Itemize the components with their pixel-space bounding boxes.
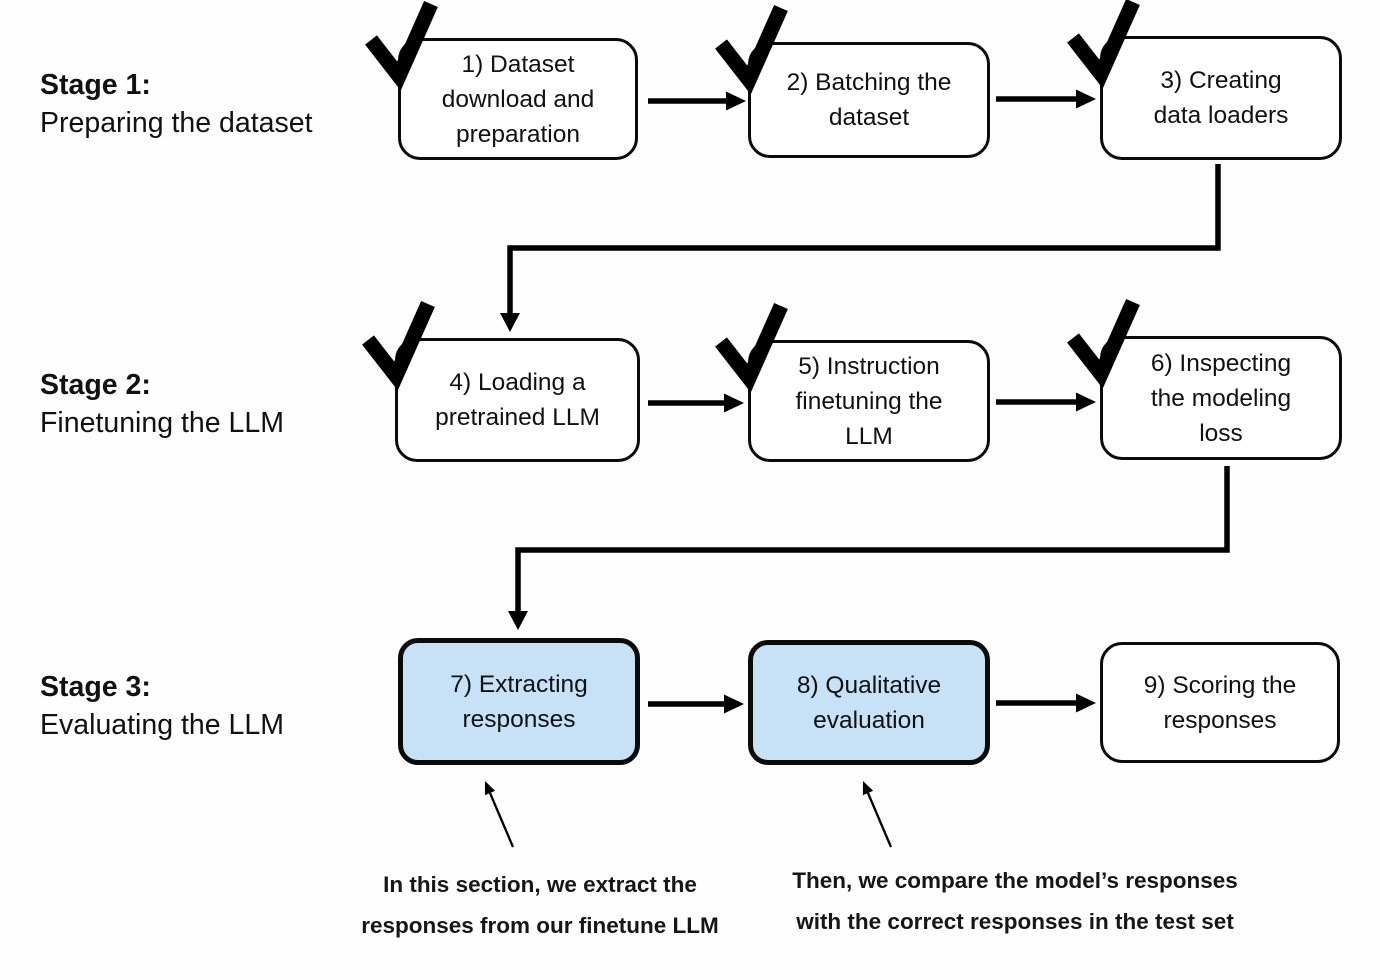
stage-1-subtitle: Preparing the dataset [40,107,313,139]
flow-box-5-instruction-finetuning: 5) Instruction finetuning the LLM [748,340,990,462]
flow-box-8-label: 8) Qualitative evaluation [796,671,942,734]
flow-box-2-label: 2) Batching the dataset [786,69,952,131]
flow-box-3-creating-data-loaders: 3) Creating data loaders [1100,36,1342,160]
stage-3-label: Stage 3: Evaluating the LLM [40,668,400,744]
stage-1-label: Stage 1: Preparing the dataset [40,66,400,142]
flow-box-9-scoring-responses: 9) Scoring the responses [1100,642,1340,763]
flow-box-9-label: 9) Scoring the responses [1143,671,1297,734]
flow-box-7-label: 7) Extracting responses [450,670,588,733]
flow-arrow-2-to-3 [996,89,1096,109]
stage-2-subtitle: Finetuning the LLM [40,407,284,439]
annotation-compare-responses: Then, we compare the model’s responses w… [792,868,1238,934]
connector-elbow-6-to-7 [508,466,1230,630]
flow-box-8-qualitative-evaluation: 8) Qualitative evaluation [748,640,990,765]
stage-2-title: Stage 2: [40,369,151,401]
connector-elbow-3-to-4 [500,164,1221,332]
flow-box-6-inspecting-modeling-loss: 6) Inspecting the modeling loss [1100,336,1342,460]
stage-3-title: Stage 3: [40,671,151,703]
flow-box-5-label: 5) Instruction finetuning the LLM [795,352,943,450]
flow-arrow-5-to-6 [996,392,1096,412]
flow-box-4-loading-pretrained-llm: 4) Loading a pretrained LLM [395,338,640,462]
flow-arrow-1-to-2 [648,91,746,111]
flow-box-3-label: 3) Creating data loaders [1153,67,1289,129]
flow-box-1-label: 1) Dataset download and preparation [441,50,595,148]
annotation-arrow-to-box-7 [484,781,515,848]
flow-box-1-dataset-download: 1) Dataset download and preparation [398,38,638,160]
flow-box-6-label: 6) Inspecting the modeling loss [1150,349,1292,447]
flow-box-4-label: 4) Loading a pretrained LLM [435,369,600,431]
stage-1-title: Stage 1: [40,69,151,101]
flow-arrow-4-to-5 [648,393,744,413]
stage-3-subtitle: Evaluating the LLM [40,709,284,741]
flow-arrow-7-to-8 [648,694,744,714]
flow-arrow-8-to-9 [996,693,1096,713]
flow-box-2-batching-dataset: 2) Batching the dataset [748,42,990,158]
flow-box-7-extracting-responses: 7) Extracting responses [398,638,640,765]
annotation-extract-responses: In this section, we extract the response… [361,872,719,938]
annotation-arrow-to-box-8 [862,781,893,848]
stage-2-label: Stage 2: Finetuning the LLM [40,366,400,442]
